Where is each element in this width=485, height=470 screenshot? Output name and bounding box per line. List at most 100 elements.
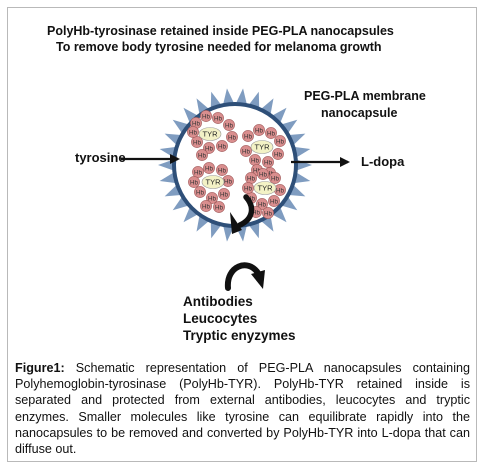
svg-text:Hb: Hb bbox=[202, 113, 210, 120]
hemoglobin-molecule: Hb bbox=[216, 140, 228, 152]
hemoglobin-molecule: Hb bbox=[242, 130, 254, 142]
figure-title-line1: PolyHb-tyrosinase retained inside PEG-PL… bbox=[47, 24, 394, 38]
hemoglobin-molecule: Hb bbox=[203, 142, 215, 154]
svg-text:Hb: Hb bbox=[264, 210, 272, 217]
svg-text:Hb: Hb bbox=[224, 178, 232, 185]
hemoglobin-molecule: Hb bbox=[269, 172, 281, 184]
hemoglobin-molecule: Hb bbox=[274, 184, 286, 196]
svg-text:TYR: TYR bbox=[203, 130, 219, 139]
svg-text:Hb: Hb bbox=[276, 187, 284, 194]
figure-caption: Figure1: Schematic representation of PEG… bbox=[15, 360, 470, 457]
peg-spikes bbox=[158, 88, 312, 242]
hemoglobin-molecule: Hb bbox=[194, 186, 206, 198]
membrane-label-line1: PEG-PLA membrane bbox=[304, 89, 426, 103]
svg-text:Hb: Hb bbox=[208, 195, 216, 202]
blocked-curved-arrow bbox=[237, 194, 255, 228]
svg-text:Hb: Hb bbox=[190, 179, 198, 186]
svg-text:Hb: Hb bbox=[189, 129, 197, 136]
svg-text:Hb: Hb bbox=[247, 195, 255, 202]
svg-text:Hb: Hb bbox=[267, 130, 275, 137]
svg-text:TYR: TYR bbox=[258, 184, 274, 193]
hemoglobin-molecule: Hb bbox=[274, 135, 286, 147]
svg-text:Hb: Hb bbox=[198, 152, 206, 159]
hemoglobin-molecule: Hb bbox=[196, 149, 208, 161]
peg-spike bbox=[269, 107, 287, 126]
hemoglobin-molecule: Hb bbox=[190, 117, 202, 129]
hemoglobin-molecule: Hb bbox=[242, 182, 254, 194]
tyrosine-label: tyrosine bbox=[75, 150, 126, 165]
peg-spike bbox=[269, 204, 287, 223]
svg-text:Hb: Hb bbox=[193, 139, 201, 146]
hemoglobin-molecule: Hb bbox=[222, 175, 234, 187]
hemoglobin-molecule: Hb bbox=[213, 201, 225, 213]
hemoglobin-molecule: Hb bbox=[187, 126, 199, 138]
hemoglobin-molecule: Hb bbox=[245, 172, 257, 184]
hemoglobin-molecule: Hb bbox=[200, 200, 212, 212]
svg-text:Hb: Hb bbox=[270, 198, 278, 205]
svg-text:Hb: Hb bbox=[276, 138, 284, 145]
excluded-item-leucocytes: Leucocytes bbox=[183, 311, 258, 326]
svg-text:Hb: Hb bbox=[244, 133, 252, 140]
svg-text:Hb: Hb bbox=[225, 122, 233, 129]
tyrosinase-enzyme: TYR bbox=[201, 175, 225, 189]
hemoglobin-molecule: Hb bbox=[218, 188, 230, 200]
peg-spike bbox=[172, 194, 192, 211]
svg-text:Hb: Hb bbox=[242, 148, 250, 155]
hemoglobin-molecule: Hb bbox=[257, 168, 269, 180]
svg-text:TYR: TYR bbox=[255, 143, 271, 152]
hemoglobin-molecule: Hb bbox=[191, 136, 203, 148]
hemoglobin-molecule: Hb bbox=[253, 124, 265, 136]
outer-curved-arrow bbox=[224, 262, 261, 291]
figure-frame bbox=[7, 7, 477, 462]
outer-curved-arrow-head bbox=[251, 270, 265, 289]
hemoglobin-molecule: Hb bbox=[272, 148, 284, 160]
svg-text:Hb: Hb bbox=[255, 127, 263, 134]
svg-text:Hb: Hb bbox=[194, 169, 202, 176]
hemoglobin-molecule: Hb bbox=[240, 145, 252, 157]
svg-text:Hb: Hb bbox=[271, 175, 279, 182]
hemoglobin-molecule: Hb bbox=[262, 207, 274, 219]
hemoglobin-molecule: Hb bbox=[212, 112, 224, 124]
blocked-curved-arrow-head bbox=[230, 212, 242, 234]
svg-text:Hb: Hb bbox=[218, 167, 226, 174]
svg-text:Hb: Hb bbox=[192, 120, 200, 127]
caption-text: Schematic representation of PEG-PLA nano… bbox=[15, 361, 470, 457]
excluded-item-antibodies: Antibodies bbox=[183, 294, 253, 309]
l-dopa-label: L-dopa bbox=[361, 154, 405, 169]
svg-text:Hb: Hb bbox=[259, 171, 267, 178]
svg-text:TYR: TYR bbox=[206, 178, 222, 187]
svg-text:Hb: Hb bbox=[205, 145, 213, 152]
svg-text:Hb: Hb bbox=[218, 143, 226, 150]
peg-spike bbox=[172, 119, 192, 136]
svg-text:Hb: Hb bbox=[215, 204, 223, 211]
svg-text:Hb: Hb bbox=[228, 134, 236, 141]
svg-text:Hb: Hb bbox=[202, 203, 210, 210]
hemoglobin-molecule: Hb bbox=[262, 156, 274, 168]
svg-text:Hb: Hb bbox=[274, 151, 282, 158]
peg-spike bbox=[278, 119, 298, 136]
svg-text:Hb: Hb bbox=[264, 159, 272, 166]
hemoglobin-molecule: Hb bbox=[256, 198, 268, 210]
svg-text:Hb: Hb bbox=[266, 170, 274, 177]
hemoglobin-molecule: Hb bbox=[192, 166, 204, 178]
hemoglobin-molecule: Hb bbox=[216, 164, 228, 176]
tyrosinase-enzyme: TYR bbox=[250, 140, 274, 154]
svg-text:Hb: Hb bbox=[205, 165, 213, 172]
hemoglobin-molecule: Hb bbox=[200, 110, 212, 122]
excluded-item-tryptic-enzymes: Tryptic enyzymes bbox=[183, 328, 296, 343]
tyrosinase-enzyme: TYR bbox=[198, 127, 222, 141]
hemoglobin-molecule: Hb bbox=[226, 131, 238, 143]
hemoglobin-molecule: Hb bbox=[249, 154, 261, 166]
svg-text:Hb: Hb bbox=[196, 189, 204, 196]
hemoglobin-molecule: Hb bbox=[203, 162, 215, 174]
tyrosinase-enzyme: TYR bbox=[253, 181, 277, 195]
hemoglobin-molecule: Hb bbox=[206, 192, 218, 204]
svg-text:Hb: Hb bbox=[220, 191, 228, 198]
svg-text:Hb: Hb bbox=[253, 167, 261, 174]
svg-text:Hb: Hb bbox=[258, 201, 266, 208]
peg-spike bbox=[183, 107, 201, 126]
caption-label: Figure1: bbox=[15, 361, 65, 375]
hemoglobin-molecule: Hb bbox=[265, 127, 277, 139]
